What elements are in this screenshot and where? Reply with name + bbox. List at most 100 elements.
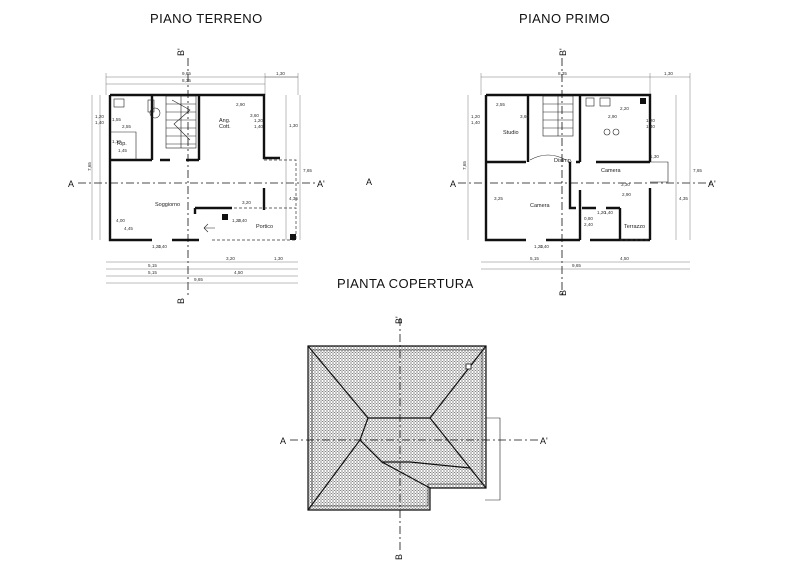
gf-dim-bot-total: 9,65 [194, 277, 203, 282]
gf-section-b-prime: B' [176, 48, 186, 56]
first-floor-plan: 8,35 1,30 7,65 1,20 1,40 [450, 48, 716, 296]
gf-room-portico: Portico [256, 224, 273, 230]
gf-dim-wc-h: 1,55 [112, 117, 121, 122]
roof-hip-lines [307, 345, 487, 511]
gf-dim-win1-b: 1,40 [95, 120, 104, 125]
ground-floor-plan: 9,65 8,35 1,30 7,65 1,20 1,40 [68, 48, 325, 304]
gf-dim-right-h2: 4,35 [289, 196, 298, 201]
ff-dim-terr-h: 1,30 [650, 154, 659, 159]
gf-dim-right-h1: 1,30 [289, 123, 298, 128]
ground-floor-title: PIANO TERRENO [150, 11, 263, 26]
gf-portico [193, 159, 297, 241]
ff-room-camera-right: Camera [601, 168, 622, 174]
ff-dim-cam-r-h: 3,30 [621, 182, 630, 187]
ff-dim-bath-h: 2,20 [620, 106, 629, 111]
ff-dim-door-c: 1,20 [597, 210, 606, 215]
gf-dim-bot-4-50: 4,50 [234, 270, 243, 275]
ff-section-a: A [450, 179, 456, 189]
gf-outer-walls [108, 93, 280, 242]
ff-dim-bot-total: 9,65 [572, 263, 581, 268]
gf-internal-wall-v [150, 95, 201, 160]
gf-dim-rip-b: 1,45 [118, 148, 127, 153]
ff-dim-studio-w: 2,55 [496, 102, 505, 107]
first-floor-left-dimensions: 7,65 1,20 1,40 [462, 95, 480, 240]
ff-dim-door-d: 1,40 [604, 210, 613, 215]
gf-dim-bot-door-b: 1,40 [158, 244, 167, 249]
ff-dim-door-b: 2,40 [584, 222, 593, 227]
gf-dim-right-total: 7,65 [303, 168, 312, 173]
first-floor-title: PIANO PRIMO [519, 11, 610, 26]
gf-section-a-prime: A' [317, 179, 325, 189]
gf-dim-door-b: 2,40 [238, 218, 247, 223]
ff-dim-right-total: 7,65 [693, 168, 702, 173]
ff-dim-bot-5-15: 5,15 [530, 256, 539, 261]
ff-dim-top-right: 1,30 [664, 71, 673, 76]
gf-dim-win2-b: 1,40 [254, 124, 263, 129]
ff-outer-walls [484, 93, 652, 242]
gf-dim-kitchen-w: 2,90 [236, 102, 245, 107]
ff-room-terrazzo: Terrazzo [624, 224, 645, 230]
gf-dim-bot-3-20: 3,20 [226, 256, 235, 261]
roof-tile-surface [307, 345, 487, 511]
gf-room-ang: Ang. [219, 118, 231, 124]
ff-dim-top-inner: 8,35 [558, 71, 567, 76]
gf-dim-bot-5-15b: 5,15 [148, 270, 157, 275]
first-floor-right-dimensions: 4,35 7,65 [675, 95, 702, 240]
ff-internal-wall-v1 [526, 95, 582, 162]
roof-section-b-prime: B' [394, 316, 404, 324]
gf-rip-walls [110, 131, 137, 160]
ff-dim-win2-b: 1,40 [646, 124, 655, 129]
gf-dim-door-a: 1,20 [232, 218, 241, 223]
gf-room-cott: Cott. [219, 124, 231, 130]
ff-terrazzo [620, 161, 669, 241]
ff-dim-cam-l-h: 3,25 [494, 196, 503, 201]
ground-floor-right-dimensions: 1,30 4,35 7,65 [285, 95, 312, 240]
ff-dim-cam-r-w: 2,90 [622, 192, 631, 197]
ff-room-disimp: Disimp. [554, 158, 573, 164]
gf-dim-sogg-b: 4,45 [124, 226, 133, 231]
gf-section-b: B [176, 298, 186, 304]
first-floor-top-dimensions: 8,35 1,30 [480, 71, 691, 95]
gf-dim-win1-a: 1,20 [95, 114, 104, 119]
gf-bathroom-fixtures [113, 98, 161, 119]
gf-staircase [165, 95, 197, 149]
gf-room-rip: Rip. [117, 141, 127, 147]
gf-dim-top-right: 1,30 [276, 71, 285, 76]
ground-floor-left-dimensions: 7,65 1,20 1,40 [87, 95, 104, 240]
ff-internal-wall-v2 [568, 162, 582, 240]
ff-dim-win1-a: 1,20 [471, 114, 480, 119]
gf-dim-kitchen-h: 3,60 [250, 113, 259, 118]
ff-dim-right-4-35: 4,35 [679, 196, 688, 201]
ff-dim-bot-door-a: 1,20 [534, 244, 543, 249]
ff-dim-bot-door-b: 1,40 [540, 244, 549, 249]
gf-dim-top-total: 9,65 [182, 71, 191, 76]
gf-section-a: A [68, 179, 74, 189]
roof-plan-title: PIANTA COPERTURA [337, 276, 474, 291]
ff-staircase [529, 95, 574, 161]
ground-floor-top-dimensions: 9,65 8,35 1,30 [105, 71, 299, 95]
ff-room-studio: Studio [503, 130, 519, 136]
first-floor-bottom-dimensions: 1,20 1,40 5,15 4,50 9,65 [481, 244, 690, 270]
gf-dim-bot-1-30: 1,30 [274, 256, 283, 261]
ff-section-a-prime: A' [708, 179, 716, 189]
roof-annex-outline [485, 417, 501, 501]
gf-room-soggiorno: Soggiorno [155, 202, 180, 208]
ff-dim-bot-4-50: 4,50 [620, 256, 629, 261]
ground-floor-bottom-dimensions: 1,20 1,40 3,20 1,30 5,15 5,15 4,50 9,65 [106, 244, 298, 284]
ff-terrace-wall [582, 206, 622, 240]
ff-dim-door-a: 0,80 [584, 216, 593, 221]
ff-section-b-prime: B' [558, 48, 568, 56]
gf-dim-bot-5-15a: 5,15 [148, 263, 157, 268]
gf-dim-sogg-a: 4,00 [116, 218, 125, 223]
roof-plan: A A' B' B [280, 316, 548, 560]
gf-dim-rip-a: 1,10 [112, 139, 121, 144]
gf-dim-top-inner: 8,35 [182, 78, 191, 83]
roof-section-a-prime: A' [540, 436, 548, 446]
ff-dim-bath-w: 2,90 [608, 114, 617, 119]
section-label-a-mid: A [366, 177, 372, 187]
roof-chimney [465, 363, 472, 370]
gf-dim-wc-w: 2,55 [122, 124, 131, 129]
ff-section-b: B [558, 290, 568, 296]
ff-bathroom-fixtures [585, 97, 646, 136]
